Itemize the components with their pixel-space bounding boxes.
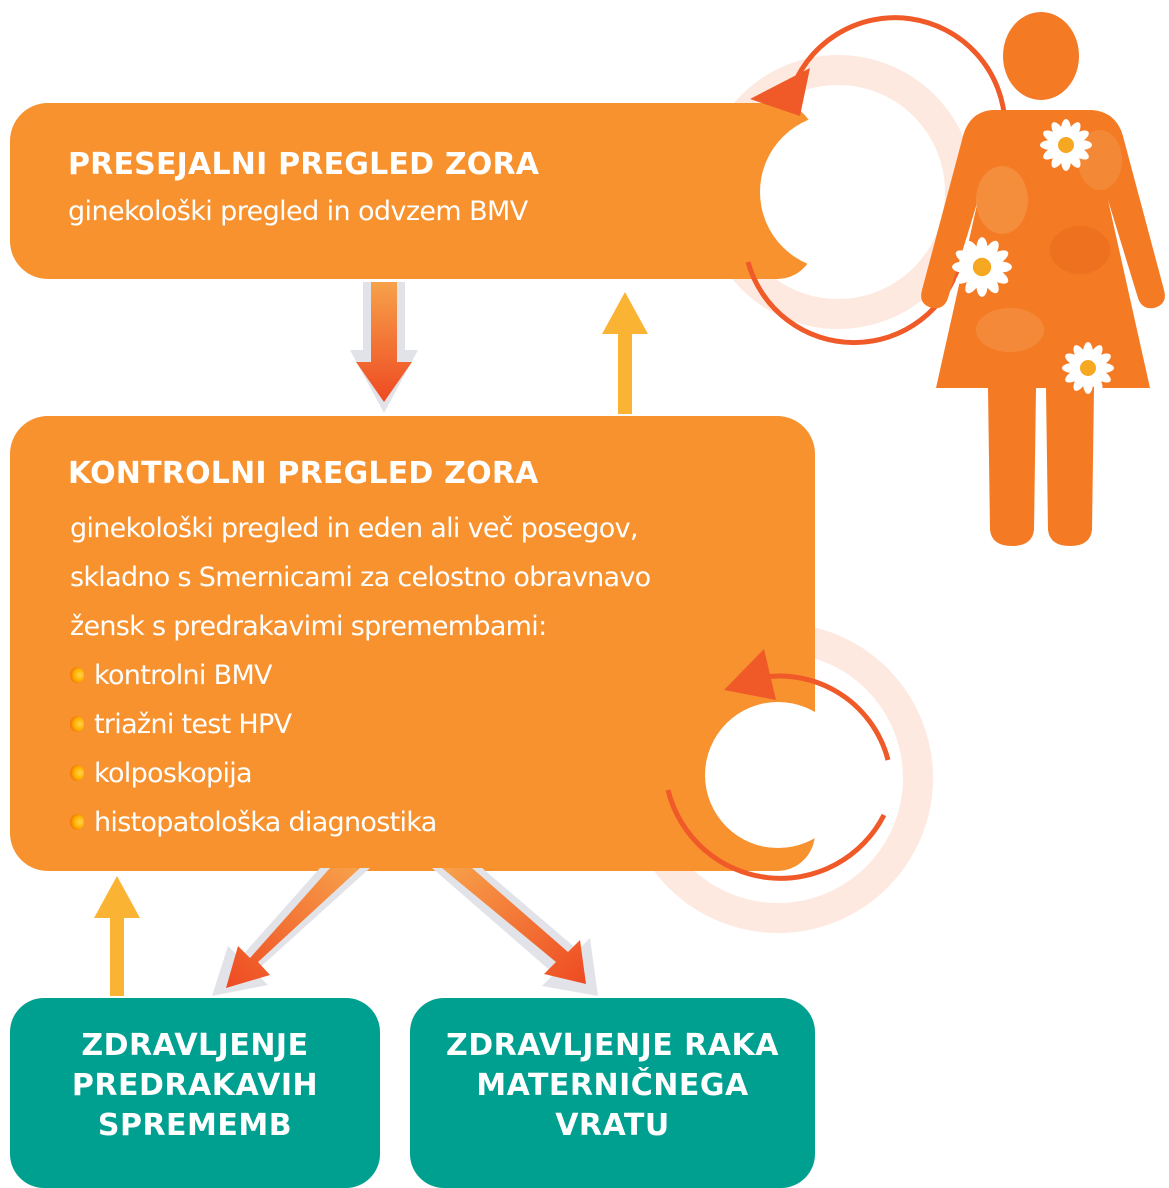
treatment-precancer-line: PREDRAKAVIH (71, 1068, 319, 1103)
procedure-label: histopatološka diagnostika (94, 807, 437, 838)
screening-subtitle: ginekološki pregled in odvzem BMV (68, 196, 528, 227)
control-exam-box: KONTROLNI PREGLED ZORA ginekološki pregl… (10, 416, 815, 871)
bullet-icon (70, 716, 84, 732)
bullet-icon (70, 814, 84, 830)
treatment-cancer-box: ZDRAVLJENJE RAKA MATERNIČNEGA VRATU (410, 998, 815, 1188)
control-line: žensk s predrakavimi spremembami: (70, 611, 547, 642)
procedure-label: kontrolni BMV (94, 660, 273, 691)
procedure-item: kontrolni BMV (66, 651, 815, 700)
treatment-precancer-box: ZDRAVLJENJE PREDRAKAVIH SPREMEMB (10, 998, 380, 1188)
arrow-up-treatment-to-control (94, 876, 140, 996)
procedure-label: kolposkopija (94, 758, 253, 789)
cycle-hole-bottom (705, 702, 851, 848)
treatment-precancer-line: SPREMEMB (97, 1108, 293, 1143)
circular-arrow-icon (665, 649, 891, 881)
control-line: skladno s Smernicami za celostno obravna… (70, 562, 651, 593)
bullet-icon (70, 667, 84, 683)
control-line: ginekološki pregled in eden ali več pose… (70, 513, 638, 544)
control-description: ginekološki pregled in eden ali več pose… (70, 504, 815, 847)
arrow-control-to-cancer (432, 868, 598, 996)
screening-box-shape (10, 103, 815, 279)
control-title: KONTROLNI PREGLED ZORA (68, 456, 539, 491)
treatment-precancer-line: ZDRAVLJENJE (81, 1028, 309, 1063)
procedure-item: histopatološka diagnostika (66, 798, 815, 847)
procedure-list: kontrolni BMV triažni test HPV kolposkop… (70, 651, 815, 847)
screening-exam-box: PRESEJALNI PREGLED ZORA ginekološki preg… (10, 103, 815, 279)
procedure-label: triažni test HPV (94, 709, 292, 740)
procedure-item: triažni test HPV (66, 700, 815, 749)
arrow-down-screening-to-control (350, 282, 418, 413)
procedure-item: kolposkopija (66, 749, 815, 798)
arrow-control-to-precancer (212, 868, 370, 996)
bullet-icon (70, 765, 84, 781)
screening-title: PRESEJALNI PREGLED ZORA (68, 147, 540, 182)
arrow-up-control-to-screening (602, 292, 648, 414)
treatment-cancer-line: VRATU (555, 1108, 670, 1143)
control-box-shape (10, 416, 815, 871)
woman-figure-icon (921, 12, 1165, 546)
cycle-hole-top (760, 114, 916, 270)
treatment-cancer-line: MATERNIČNEGA (476, 1068, 749, 1103)
treatment-cancer-line: ZDRAVLJENJE RAKA (446, 1028, 779, 1063)
